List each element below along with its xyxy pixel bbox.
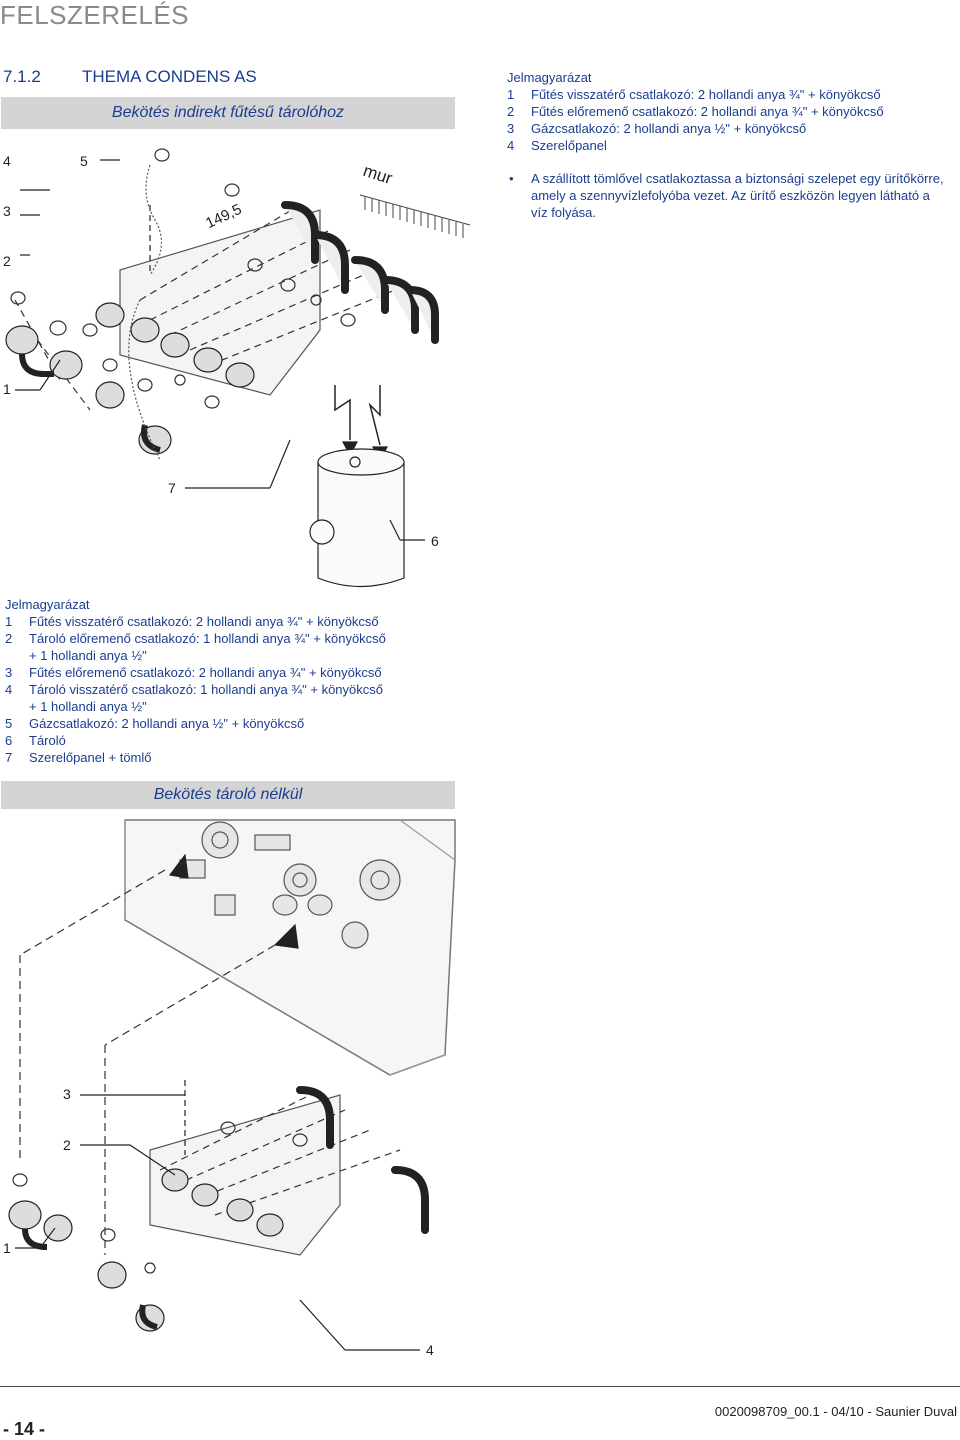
footer-divider [0,1386,960,1387]
banner-indirect-tank: Bekötés indirekt fűtésű tárolóhoz [1,97,455,129]
figure2-callout: 3 [63,1086,71,1102]
bullet-icon: • [509,171,514,186]
page-number: - 14 - [3,1419,46,1439]
figure-indirect-tank-drawing [5,148,471,588]
legend-top-title: Jelmagyarázat [507,70,592,85]
figure1-callout: 2 [3,253,11,269]
banner-no-tank-label: Bekötés tároló nélkül [153,786,303,803]
figure2-callout: 4 [426,1342,434,1358]
legend-bottom-title: Jelmagyarázat [5,597,90,612]
figure1-callout: 1 [3,381,11,397]
drain-note-text: A szállított tömlővel csatlakoztassa a b… [531,171,944,220]
figure1-callout: 5 [80,153,88,169]
document-code: 0020098709_00.1 - 04/10 - Saunier Duval [714,1404,957,1419]
figure1-callout: 3 [3,203,11,219]
section-number: 7.1.2 [3,67,41,86]
figure2-callout: 2 [63,1137,71,1153]
section-title: THEMA CONDENS AS [82,67,257,86]
page-header-title: FELSZERELÉS [0,0,190,30]
figure1-callout: 6 [431,533,439,549]
figure1-callout: 4 [3,153,11,169]
figure1-callout: 7 [168,480,176,496]
legend-bottom-item: + 1 hollandi anya ½" [29,699,147,714]
banner-indirect-tank-label: Bekötés indirekt fűtésű tárolóhoz [111,104,345,121]
figure2-callout: 1 [3,1240,11,1256]
legend-bottom-item: + 1 hollandi anya ½" [29,648,147,663]
drain-note: • A szállított tömlővel csatlakoztassa a… [507,170,947,221]
banner-no-tank: Bekötés tároló nélkül [1,781,455,809]
wall-hatch [359,194,471,238]
